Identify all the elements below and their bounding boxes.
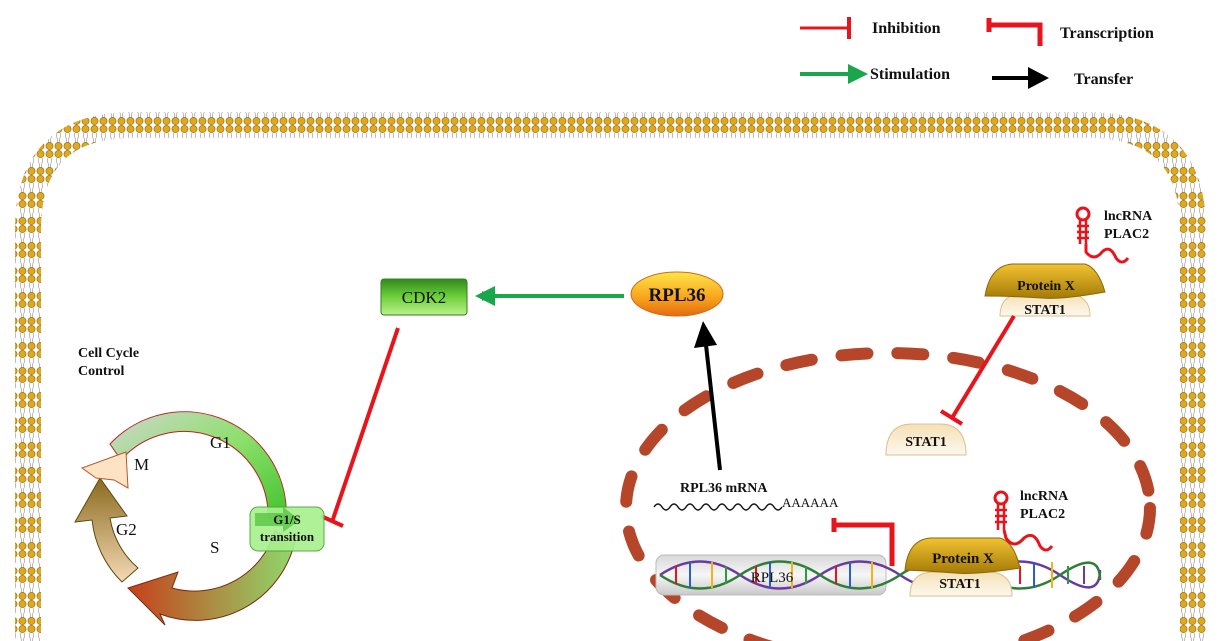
lncrna-nucleus-line1: lncRNA — [1020, 489, 1069, 504]
g1s-transition-line1: G1/S — [273, 512, 300, 527]
g1s-transition-line2: transition — [260, 529, 315, 544]
stat1-dna-label: STAT1 — [939, 577, 981, 592]
lncrna-cytoplasm-icon — [1075, 206, 1130, 264]
dna-double-helix: RPL36 — [655, 554, 1102, 596]
cell-cycle-title-line2: Control — [78, 364, 125, 379]
transcription-arrow — [831, 518, 895, 566]
cytoplasm-complex: STAT1 Protein X lncRNA PLAC2 — [984, 206, 1153, 318]
s-arc — [127, 530, 296, 626]
legend-transcription-label: Transcription — [1060, 25, 1154, 42]
lncrna-nucleus-icon — [993, 490, 1054, 552]
legend-stimulation: Stimulation — [800, 64, 950, 84]
cdk2-node: CDK2 — [380, 278, 468, 316]
rpl36-mrna-label: RPL36 mRNA — [680, 481, 768, 496]
rpl36-gene-label: RPL36 — [751, 570, 794, 586]
s-label: S — [210, 538, 219, 557]
g1s-transition: G1/S transition — [249, 506, 325, 552]
cell-membrane — [15, 112, 1206, 641]
cell-cycle: Cell Cycle Control G1 M G2 S G1/S transi… — [74, 346, 325, 626]
nuclear-envelope — [620, 347, 1156, 641]
stat1-nucleus-node: STAT1 — [885, 423, 967, 456]
protein-x-dna-label: Protein X — [932, 551, 994, 567]
legend-transcription: Transcription — [986, 18, 1154, 46]
legend-inhibition-label: Inhibition — [872, 20, 941, 37]
protein-x-cytoplasm-label: Protein X — [1017, 279, 1075, 294]
m-arrow — [80, 451, 129, 489]
poly-a-tail: AAAAAA — [782, 495, 839, 510]
rpl36-node: RPL36 — [630, 271, 724, 317]
cell-cycle-title-line1: Cell Cycle — [78, 346, 139, 361]
nucleus-complex: STAT1 Protein X lncRNA PLAC2 — [904, 489, 1069, 597]
lncrna-cytoplasm-line1: lncRNA — [1104, 209, 1153, 224]
stat1-cytoplasm-label: STAT1 — [1024, 303, 1066, 318]
m-label: M — [134, 455, 149, 474]
inhibition-cdk2-g1s — [320, 327, 400, 528]
transfer-arrow-mrna-rpl36 — [694, 321, 722, 471]
g2-label: G2 — [116, 520, 137, 539]
legend-inhibition: Inhibition — [800, 17, 941, 39]
lncrna-nucleus-line2: PLAC2 — [1020, 507, 1065, 522]
stat1-nucleus-label: STAT1 — [905, 435, 947, 450]
legend-stimulation-label: Stimulation — [870, 66, 950, 83]
legend: Inhibition Transcription Stimulation Tra… — [800, 17, 1154, 89]
cdk2-label: CDK2 — [402, 288, 446, 307]
rpl36-mrna: RPL36 mRNA AAAAAA — [653, 481, 839, 511]
g1-label: G1 — [210, 433, 231, 452]
legend-transfer: Transfer — [992, 67, 1133, 89]
legend-transfer-label: Transfer — [1074, 71, 1133, 88]
lncrna-cytoplasm-line2: PLAC2 — [1104, 227, 1149, 242]
inhibition-complex-stat1 — [939, 314, 1016, 426]
rpl36-label: RPL36 — [649, 285, 706, 306]
